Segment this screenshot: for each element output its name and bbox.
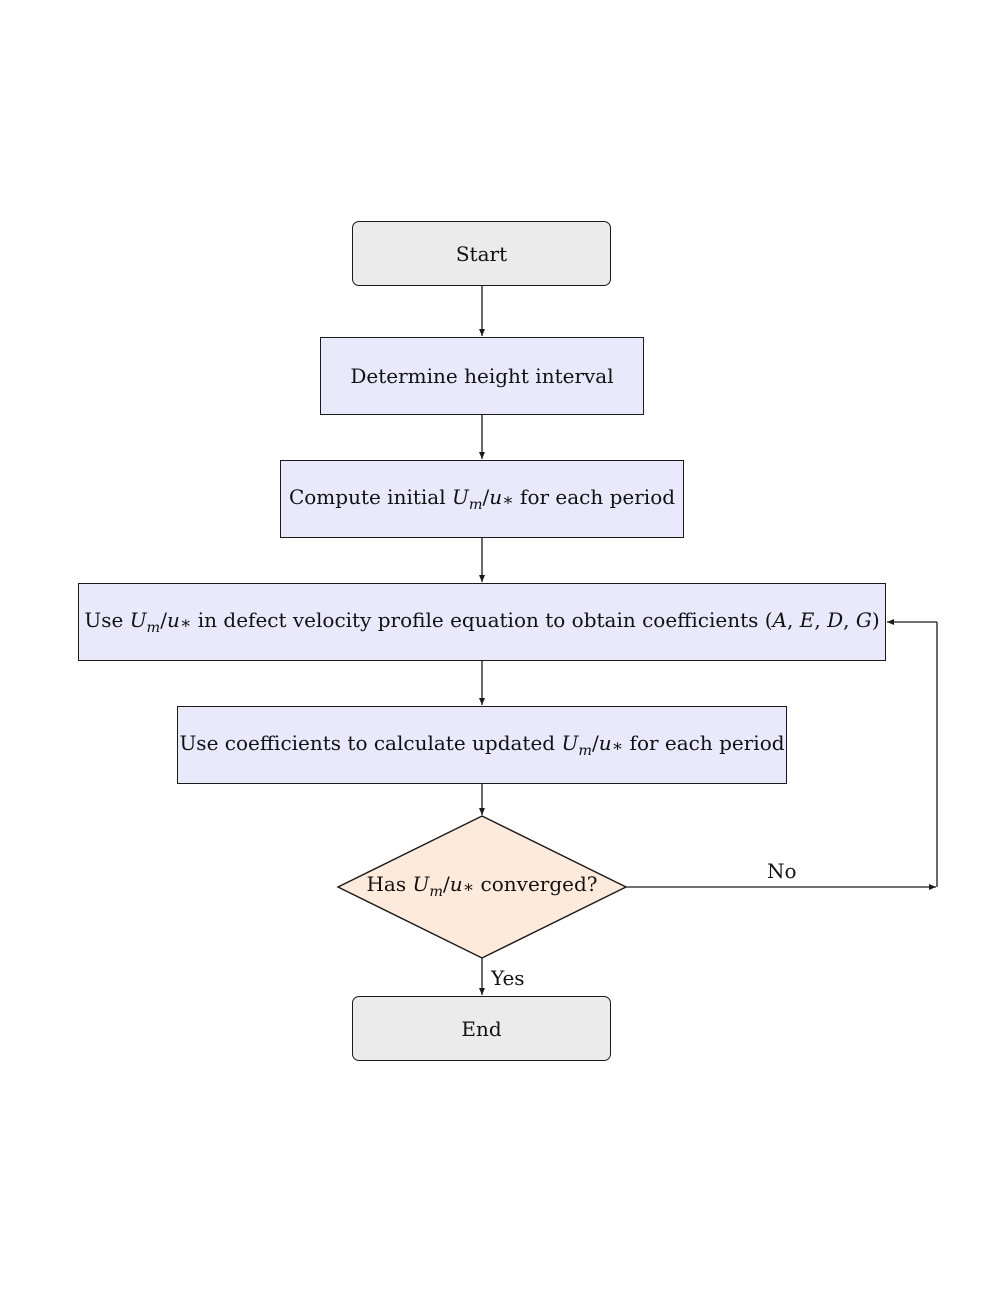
determine-height-node: Determine height interval (320, 337, 644, 415)
defect-velocity-label: Use Um/u∗ in defect velocity profile equ… (84, 607, 880, 637)
um-over-ustar-math: Um/u∗ (451, 484, 514, 514)
start-node: Start (352, 221, 611, 286)
end-label: End (461, 1016, 502, 1041)
update-coefficients-node: Use coefficients to calculate updated Um… (177, 706, 787, 784)
no-edge-label: No (767, 859, 797, 883)
um-over-ustar-math: Um/u∗ (561, 730, 624, 760)
compute-initial-node: Compute initial Um/u∗ for each period (280, 460, 684, 538)
defect-velocity-node: Use Um/u∗ in defect velocity profile equ… (78, 583, 886, 661)
update-coefficients-label: Use coefficients to calculate updated Um… (179, 730, 785, 760)
um-over-ustar-math: Um/u∗ (412, 872, 475, 901)
compute-initial-label: Compute initial Um/u∗ for each period (288, 484, 676, 514)
start-label: Start (455, 241, 508, 266)
um-over-ustar-math: Um/u∗ (129, 607, 192, 637)
end-node: End (352, 996, 611, 1061)
coefficients-tuple: (A, E, D, G) (764, 607, 880, 632)
decision-label: Has Um/u∗ converged? (366, 872, 598, 901)
yes-edge-label: Yes (491, 966, 525, 990)
determine-height-label: Determine height interval (350, 364, 614, 388)
